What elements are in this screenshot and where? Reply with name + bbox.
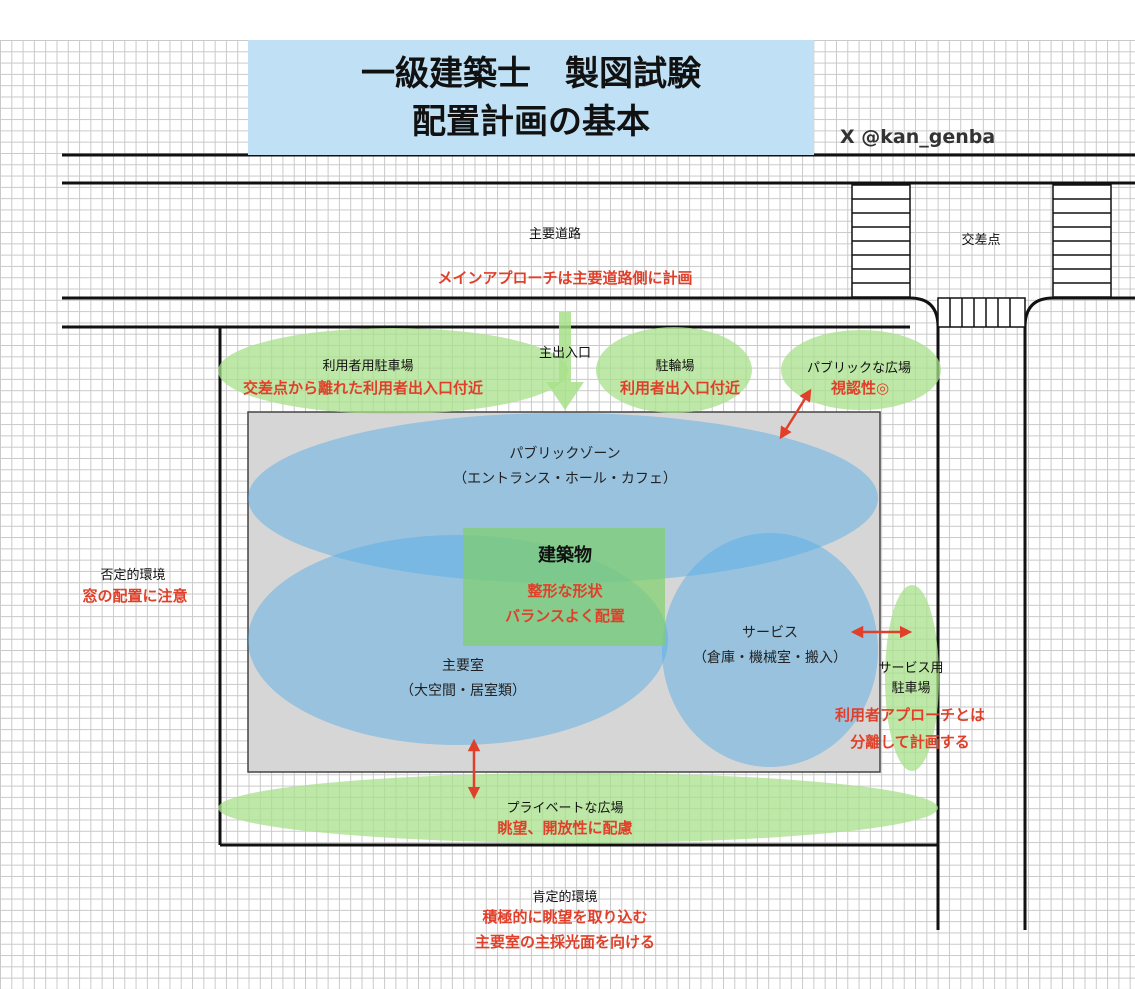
crosswalk-right	[1052, 184, 1112, 298]
bicycle-parking-note: 利用者出入口付近	[619, 379, 741, 397]
author-credit: X @kan_genba	[840, 126, 996, 148]
top-margin	[0, 0, 1135, 40]
arrow-plaza-public	[779, 388, 812, 440]
zones	[248, 413, 878, 767]
main-room-detail: （大空間・居室類）	[400, 683, 526, 699]
road-lines	[62, 153, 1135, 930]
service-zone-detail: （倉庫・機械室・搬入）	[693, 650, 847, 666]
green-areas	[218, 327, 941, 843]
building-note-1: 整形な形状	[527, 582, 603, 600]
service-zone	[662, 533, 878, 767]
title-line-1: 一級建築士 製図試験	[361, 54, 701, 94]
private-plaza-note: 眺望、開放性に配慮	[497, 819, 633, 837]
building	[463, 528, 665, 646]
public-plaza-note: 視認性◎	[830, 379, 890, 397]
positive-env-label: 肯定的環境	[532, 890, 598, 905]
public-zone-detail: （エントランス・ホール・カフェ）	[453, 471, 677, 487]
public-plaza-area	[781, 330, 941, 410]
relation-arrows	[467, 388, 913, 800]
building-label: 建築物	[538, 545, 592, 566]
negative-env-note: 窓の配置に注意	[82, 587, 188, 605]
service-parking-label-2: 駐車場	[891, 681, 931, 696]
main-approach-note: メインアプローチは主要道路側に計画	[437, 269, 693, 287]
private-plaza-area	[218, 773, 938, 843]
service-parking-note-1: 利用者アプローチとは	[834, 706, 986, 724]
main-room-label: 主要室	[442, 658, 484, 674]
service-parking-label-1: サービス用	[878, 661, 944, 676]
user-parking-note: 交差点から離れた利用者出入口付近	[242, 379, 484, 397]
crosswalk-bottom	[937, 297, 1026, 328]
user-parking-label: 利用者用駐車場	[322, 359, 414, 374]
public-plaza-label: パブリックな広場	[806, 361, 912, 376]
bicycle-parking-label: 駐輪場	[655, 359, 695, 374]
crosswalk-left	[851, 184, 911, 298]
service-parking-note-2: 分離して計画する	[850, 733, 970, 751]
user-parking-area	[218, 328, 568, 414]
public-zone-label: パブリックゾーン	[509, 446, 621, 462]
positive-env-note-2: 主要室の主採光面を向ける	[474, 933, 656, 951]
building-note-2: バランスよく配置	[505, 607, 625, 625]
service-zone-label: サービス	[742, 625, 798, 641]
title-box: 一級建築士 製図試験 配置計画の基本	[248, 40, 814, 155]
positive-env-note-1: 積極的に眺望を取り込む	[482, 908, 648, 926]
public-zone	[248, 413, 878, 583]
negative-env-label: 否定的環境	[100, 568, 166, 583]
main-entrance-label: 主出入口	[538, 346, 592, 361]
site-boundary	[218, 327, 938, 847]
bicycle-parking-area	[596, 327, 752, 413]
title-line-2: 配置計画の基本	[412, 102, 650, 142]
main-road-label: 主要道路	[528, 227, 582, 242]
main-entrance-arrow	[546, 312, 584, 410]
private-plaza-label: プライベートな広場	[506, 801, 624, 816]
intersection-label: 交差点	[961, 233, 1001, 248]
